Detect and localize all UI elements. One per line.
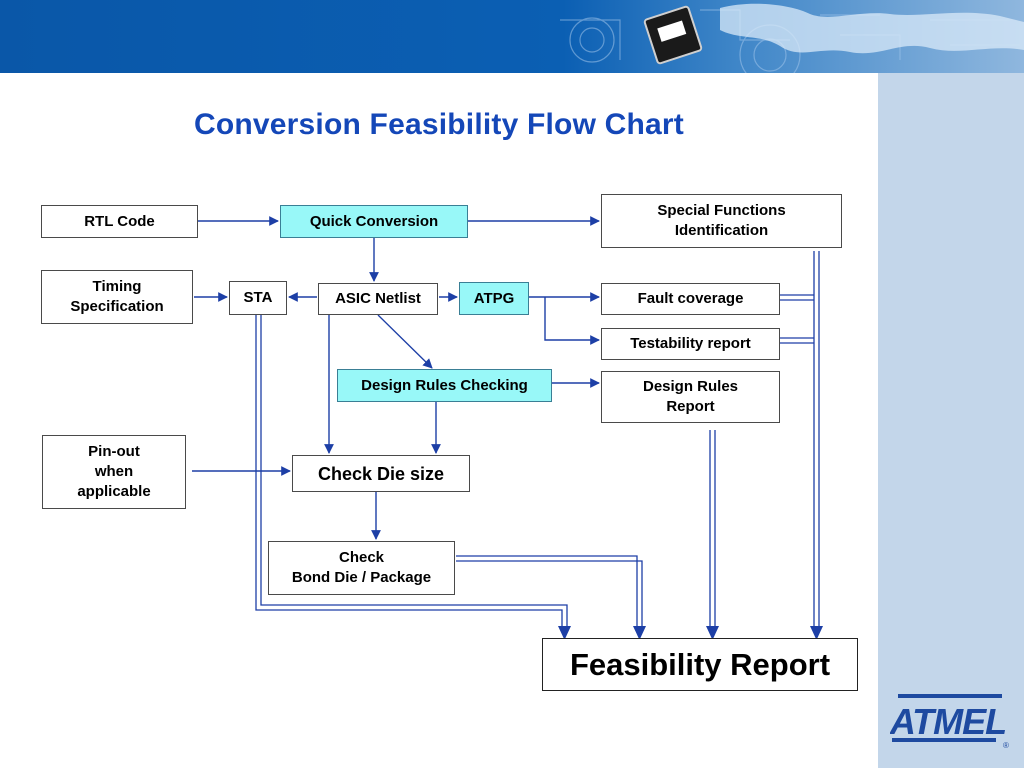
edge-sta-feasibility-b — [260, 315, 568, 630]
right-sidebar — [878, 73, 1024, 768]
node-special-functions-line1: Special Functions — [657, 202, 786, 219]
node-pinout-line2: when — [94, 463, 134, 480]
node-check-bond-line1: Check — [338, 549, 385, 566]
node-fault-coverage: Fault coverage — [601, 283, 780, 315]
node-design-rules-report: Design Rules Report — [601, 371, 780, 423]
node-design-rules-checking-label: Design Rules Checking — [361, 376, 528, 394]
node-asic-netlist: ASIC Netlist — [318, 283, 438, 315]
node-timing-spec-line1: Timing — [92, 278, 142, 295]
node-testability-report: Testability report — [601, 328, 780, 360]
node-rtl-code-label: RTL Code — [84, 212, 155, 230]
node-fault-coverage-label: Fault coverage — [637, 290, 744, 307]
node-atpg: ATPG — [459, 282, 529, 315]
node-design-rules-report-line1: Design Rules — [642, 378, 739, 395]
edge-atpg-testability — [544, 297, 600, 345]
arrowhead-drr — [706, 626, 719, 640]
node-timing-specification: Timing Specification — [41, 270, 193, 324]
node-sta-label: STA — [243, 289, 273, 306]
atmel-logo-mark: ATMEL ® — [889, 694, 1009, 750]
registered-mark: ® — [1003, 741, 1009, 750]
edge-bond-feasibility-a — [456, 555, 638, 630]
header-banner — [0, 0, 1024, 73]
edge-netlist-drc — [377, 314, 433, 369]
node-check-die-size-label: Check Die size — [317, 463, 445, 484]
edge-sta-feasibility-a — [255, 315, 563, 630]
node-pinout-line3: applicable — [77, 483, 151, 500]
chip-icon — [643, 5, 703, 65]
node-design-rules-checking: Design Rules Checking — [337, 369, 552, 402]
node-pinout-line1: Pin-out — [88, 443, 140, 460]
node-pinout: Pin-out when applicable — [42, 435, 186, 509]
node-design-rules-report-line2: Report — [666, 398, 715, 415]
page-title: Conversion Feasibility Flow Chart — [193, 108, 684, 141]
node-check-die-size: Check Die size — [292, 455, 470, 492]
node-sta: STA — [229, 281, 287, 315]
node-special-functions-line2: Identification — [674, 222, 769, 239]
banner-decoration — [560, 3, 1024, 73]
node-check-bond-line2: Bond Die / Package — [291, 569, 432, 586]
arrowhead-sta — [558, 626, 571, 640]
node-special-functions: Special Functions Identification — [601, 194, 842, 248]
node-feasibility-report: Feasibility Report — [542, 638, 858, 691]
node-check-bond-die-package: Check Bond Die / Package — [268, 541, 455, 595]
node-feasibility-report-label: Feasibility Report — [569, 646, 831, 682]
node-atpg-label: ATPG — [473, 289, 515, 307]
node-timing-spec-line2: Specification — [70, 298, 164, 315]
node-asic-netlist-label: ASIC Netlist — [335, 290, 421, 307]
edge-bond-feasibility-b — [456, 560, 643, 630]
node-quick-conversion: Quick Conversion — [280, 205, 468, 238]
node-rtl-code: RTL Code — [41, 205, 198, 238]
flow-connectors — [192, 216, 823, 640]
arrowhead-bond — [633, 626, 646, 640]
atmel-logo-text: ATMEL — [890, 701, 1006, 742]
atmel-logo: ATMEL ® — [889, 690, 1010, 755]
node-testability-report-label: Testability report — [630, 335, 751, 352]
arrowhead-special — [810, 626, 823, 640]
node-quick-conversion-label: Quick Conversion — [309, 212, 439, 230]
